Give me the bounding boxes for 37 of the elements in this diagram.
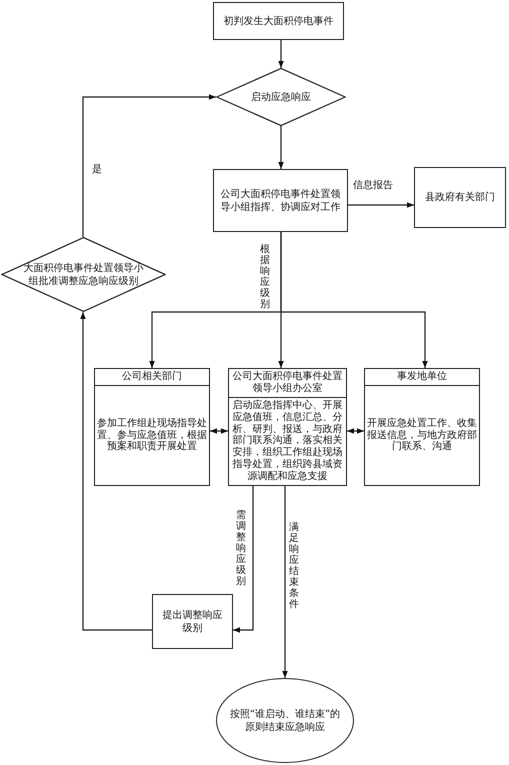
process-box	[228, 368, 347, 486]
box-heading: 公司大面积停电事件处置领导小组办公室	[232, 371, 342, 394]
arrow	[233, 486, 254, 633]
node-text: 大面积停电事件处置领导小组批准调整应急响应级别	[23, 262, 144, 288]
node-text: 县政府有关部门	[425, 191, 495, 204]
decision-diamond	[1, 237, 166, 312]
decision-diamond	[216, 68, 346, 126]
node-text: 按照“谁启动、谁结束”的原则结束应急响应	[228, 708, 342, 734]
arrow	[348, 202, 414, 208]
arrow	[282, 486, 288, 678]
edge-label: 需调整响应级别	[236, 510, 246, 587]
arrow	[280, 232, 428, 368]
node-text: 公司大面积停电事件处置领导小组指挥、协调应对工作	[220, 188, 342, 214]
box-text: 启动应急指挥中心、开展应急值班，信息汇总、分析、研判、报送，与政府部门联系沟通，落实相关安排，组织工作组赴现场指导处置，组织跨县域资源调配和应急支援	[232, 400, 344, 483]
arrow	[82, 94, 216, 237]
edge-label: 信息报告	[353, 180, 393, 191]
arrow	[278, 40, 284, 68]
process-box	[213, 169, 348, 232]
node-text: 启动应急响应	[251, 90, 311, 104]
node-text: 初判发生大面积停电事件	[224, 14, 334, 28]
process-box	[94, 368, 210, 486]
arrow	[210, 428, 228, 434]
process-box	[364, 368, 480, 486]
arrow	[347, 428, 364, 434]
process-box	[152, 594, 233, 649]
box-text: 开展应急处置工作、收集报送信息，与地方政府部门联系、沟通	[367, 418, 477, 454]
node-text: 提出调整响应级别	[162, 608, 224, 634]
box-heading: 事发地单位	[397, 371, 447, 382]
arrow	[80, 312, 152, 631]
arrow	[278, 126, 284, 169]
box-heading: 公司相关部门	[122, 371, 182, 382]
box-text: 参加工作组赴现场指导处置、参与应急值班，根据预案和职责开展处置	[97, 418, 207, 454]
edge-label: 满足响应结束条件	[289, 522, 299, 610]
edge-label: 是	[92, 164, 102, 175]
process-box	[213, 2, 344, 40]
process-box	[414, 167, 506, 228]
edge-label: 根据响应级别	[260, 244, 270, 310]
